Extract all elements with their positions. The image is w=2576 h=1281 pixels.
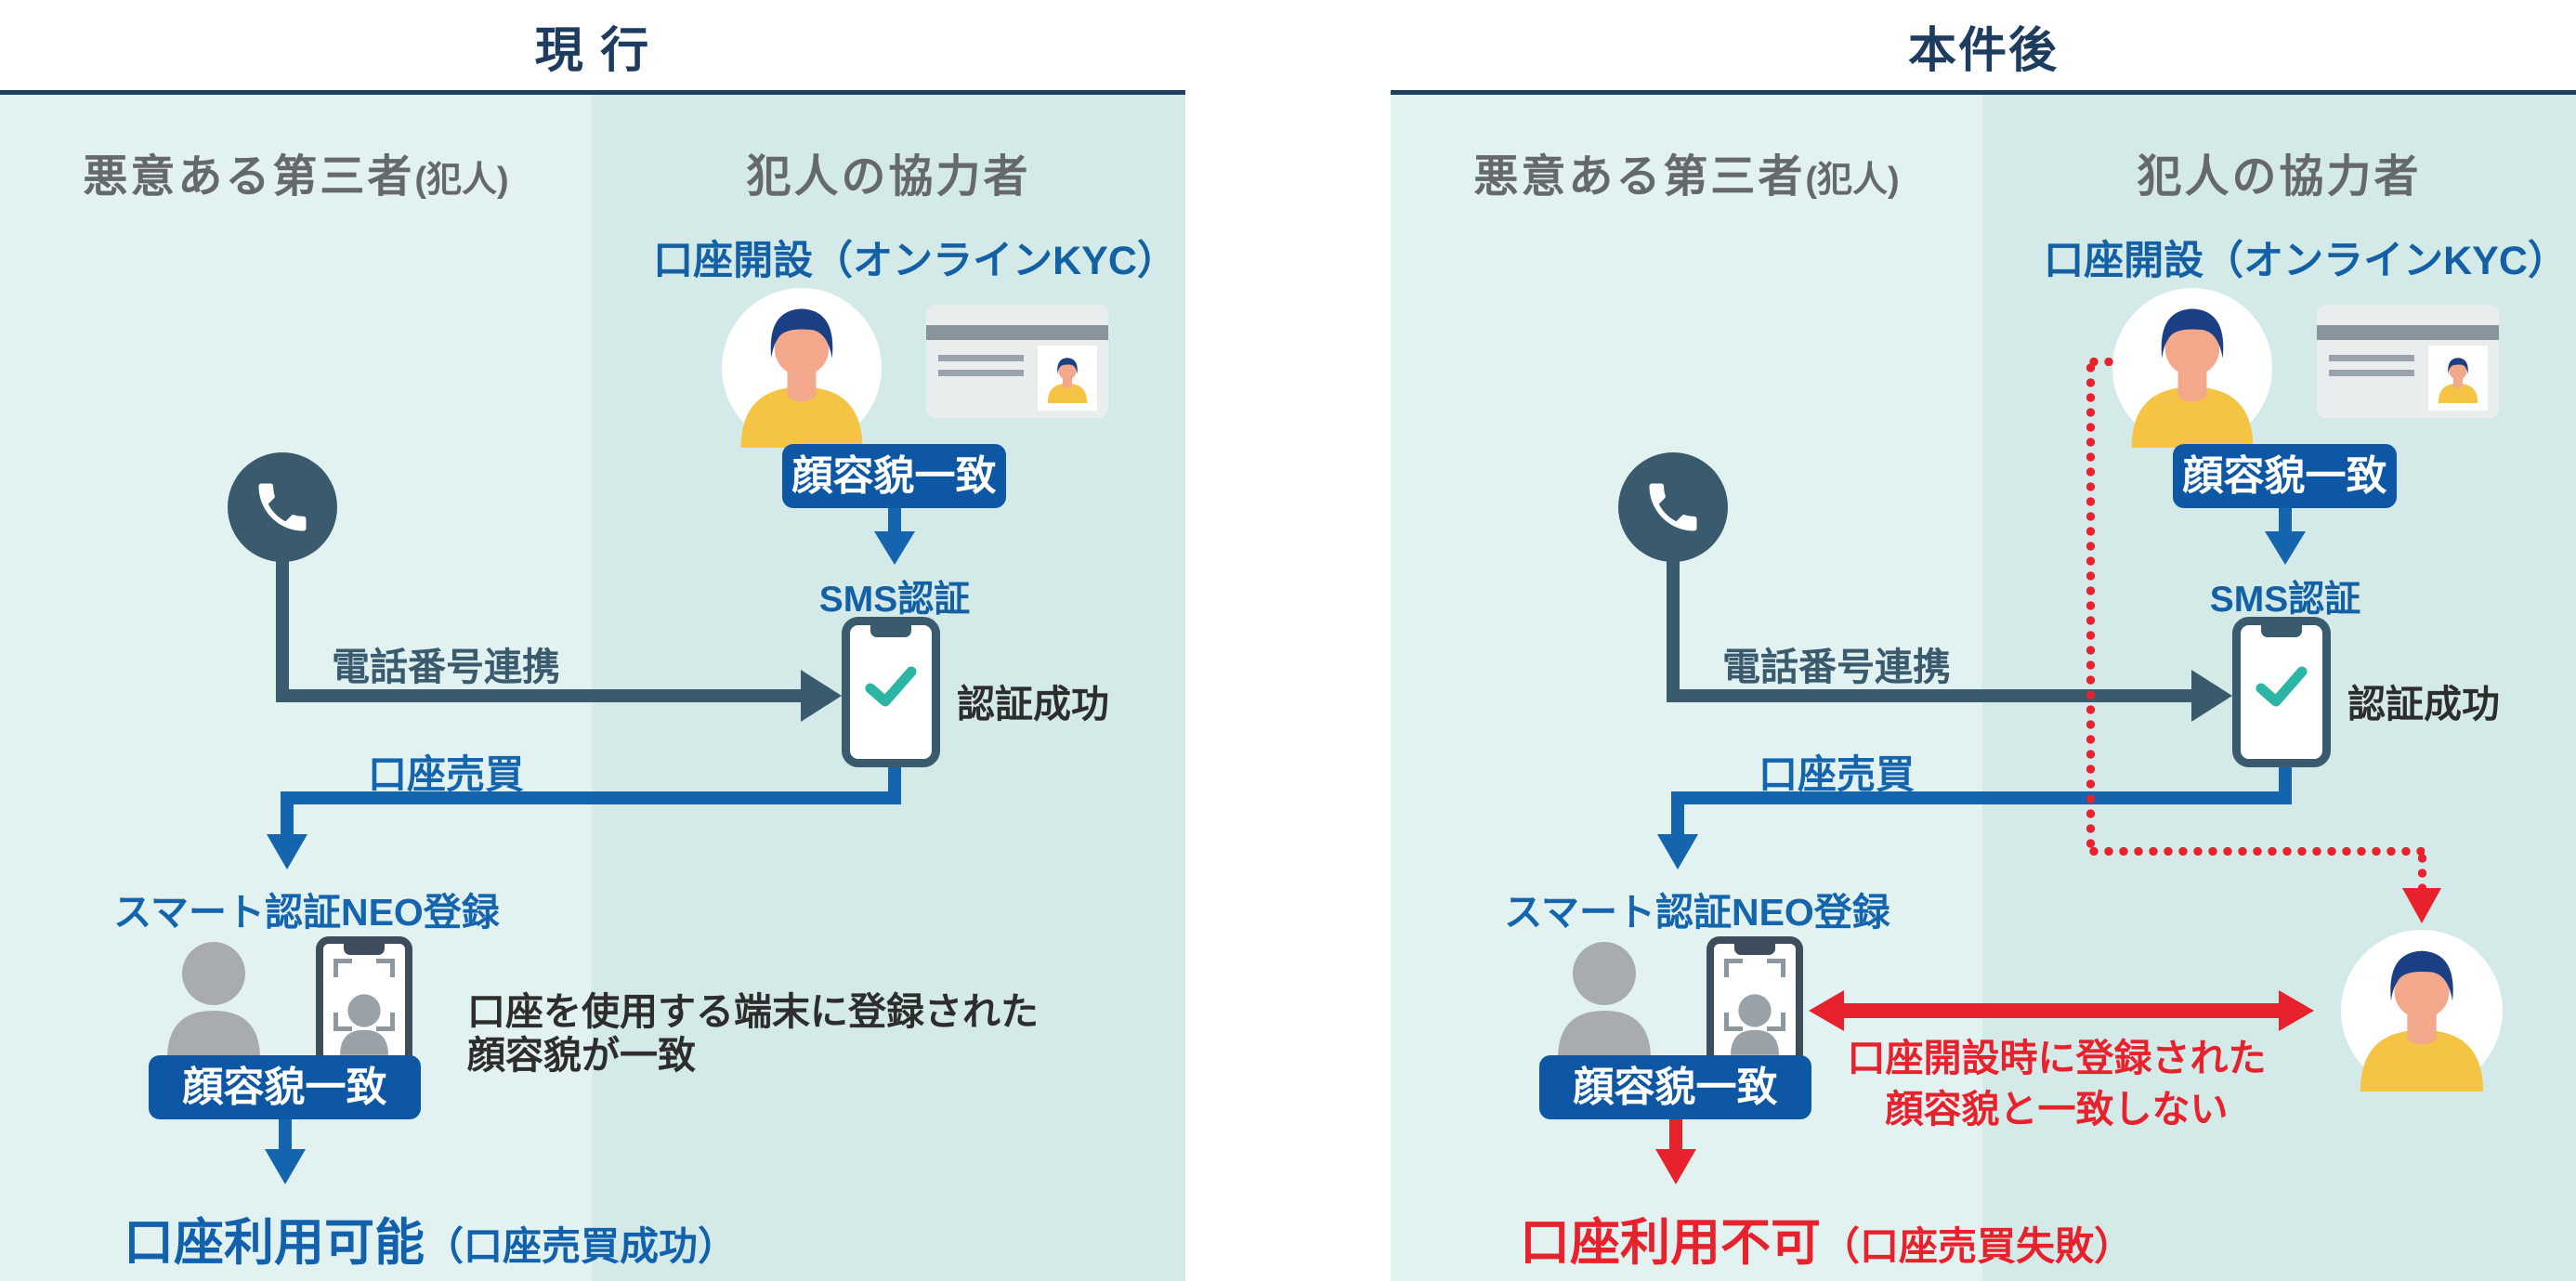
id-card-photo — [2428, 346, 2488, 411]
phone-icon — [1618, 452, 1728, 562]
connector-phone-link — [276, 689, 803, 702]
face-scan-phone-icon — [316, 936, 412, 1066]
arrow-down-icon — [1669, 1119, 1682, 1151]
gray-person-icon — [1556, 942, 1653, 1059]
id-card-photo — [1038, 346, 1097, 411]
gray-person-icon — [165, 942, 262, 1059]
header-malicious-third-party: 悪意ある第三者(犯人) — [83, 152, 509, 202]
face-match-badge-bottom: 顔容貌一致 — [149, 1055, 421, 1119]
phone-link-label: 電話番号連携 — [332, 646, 560, 688]
header-collaborator: 犯人の協力者 — [2137, 152, 2422, 202]
arrow-down-icon — [267, 834, 307, 869]
arrow-down-icon — [888, 507, 901, 533]
connector-trade-3 — [281, 791, 294, 838]
sms-auth-label: SMS認証 — [818, 580, 971, 620]
panel-current: 現 行 悪意ある第三者(犯人) 犯人の協力者 口座開設（オンラインKYC） 顔容… — [0, 0, 1185, 1281]
account-trade-label: 口座売買 — [1758, 752, 1915, 796]
id-card-icon — [926, 305, 1108, 418]
panel-after-title: 本件後 — [1907, 24, 2059, 78]
arrow-down-icon — [279, 1119, 292, 1151]
mismatch-note: 口座開設時に登録された 顔容貌と一致しない — [1847, 1037, 2267, 1131]
id-card-band — [2317, 325, 2499, 340]
smartphone-check-icon — [2232, 617, 2331, 767]
collaborator-avatar-icon — [722, 288, 882, 448]
scan-face-silhouette — [1731, 994, 1779, 1055]
face-scan-phone-icon — [1706, 936, 1803, 1066]
arrow-right-icon — [2279, 990, 2314, 1031]
kyc-label: 口座開設（オンラインKYC） — [2044, 239, 2568, 283]
mismatch-double-arrow — [1842, 1003, 2281, 1018]
result-label: 口座利用可能（口座売買成功） — [124, 1215, 738, 1271]
header-collaborator: 犯人の協力者 — [746, 152, 1031, 202]
phone-icon — [228, 452, 337, 562]
phone-link-label: 電話番号連携 — [1722, 646, 1951, 688]
connector-phone-down — [1667, 560, 1680, 696]
panel-after: 本件後 悪意ある第三者(犯人) 犯人の協力者 口座開設（オンラインKYC） 顔容… — [1391, 0, 2576, 1281]
auth-success-label: 認証成功 — [2347, 683, 2500, 725]
arrow-down-icon — [1657, 834, 1698, 869]
id-card-band — [926, 325, 1108, 340]
kyc-label: 口座開設（オンラインKYC） — [653, 239, 1177, 283]
face-match-badge-top: 顔容貌一致 — [2173, 444, 2397, 508]
device-face-note: 口座を使用する端末に登録された 顔容貌が一致 — [467, 990, 1039, 1077]
arrow-right-icon — [801, 670, 842, 722]
title-underline — [0, 90, 1185, 95]
red-dotted-connector — [2086, 360, 2095, 852]
arrow-left-icon — [1809, 990, 1844, 1031]
connector-phone-down — [276, 560, 289, 696]
collaborator-avatar-icon — [2112, 288, 2272, 448]
header-malicious-third-party: 悪意ある第三者(犯人) — [1473, 152, 1900, 202]
title-underline — [1391, 90, 2576, 95]
smart-auth-label: スマート認証NEO登録 — [1504, 891, 1890, 934]
sms-auth-label: SMS認証 — [2209, 580, 2361, 620]
smartphone-check-icon — [842, 617, 940, 767]
auth-success-label: 認証成功 — [957, 683, 1109, 725]
panel-current-title: 現 行 — [534, 24, 651, 78]
connector-trade-2 — [281, 791, 901, 804]
arrow-down-icon — [2279, 507, 2292, 533]
check-icon — [2256, 666, 2308, 707]
account-trade-label: 口座売買 — [367, 752, 524, 796]
face-match-badge-top: 顔容貌一致 — [782, 444, 1006, 508]
scan-face-silhouette — [340, 994, 388, 1055]
red-arrow-down-icon — [2402, 888, 2441, 923]
red-dotted-connector — [2086, 847, 2425, 856]
connector-trade-3 — [1671, 791, 1684, 838]
smart-auth-label: スマート認証NEO登録 — [113, 891, 500, 934]
arrow-right-icon — [2191, 670, 2232, 722]
connector-phone-link — [1667, 689, 2193, 702]
connector-trade-2 — [1671, 791, 2292, 804]
face-match-badge-bottom: 顔容貌一致 — [1539, 1055, 1811, 1119]
red-dotted-connector — [2086, 358, 2116, 366]
red-dotted-connector — [2418, 851, 2426, 892]
registered-face-avatar-icon — [2341, 930, 2503, 1091]
id-card-icon — [2317, 305, 2499, 418]
result-label: 口座利用不可（口座売買失敗） — [1520, 1215, 2134, 1271]
check-icon — [865, 666, 917, 707]
